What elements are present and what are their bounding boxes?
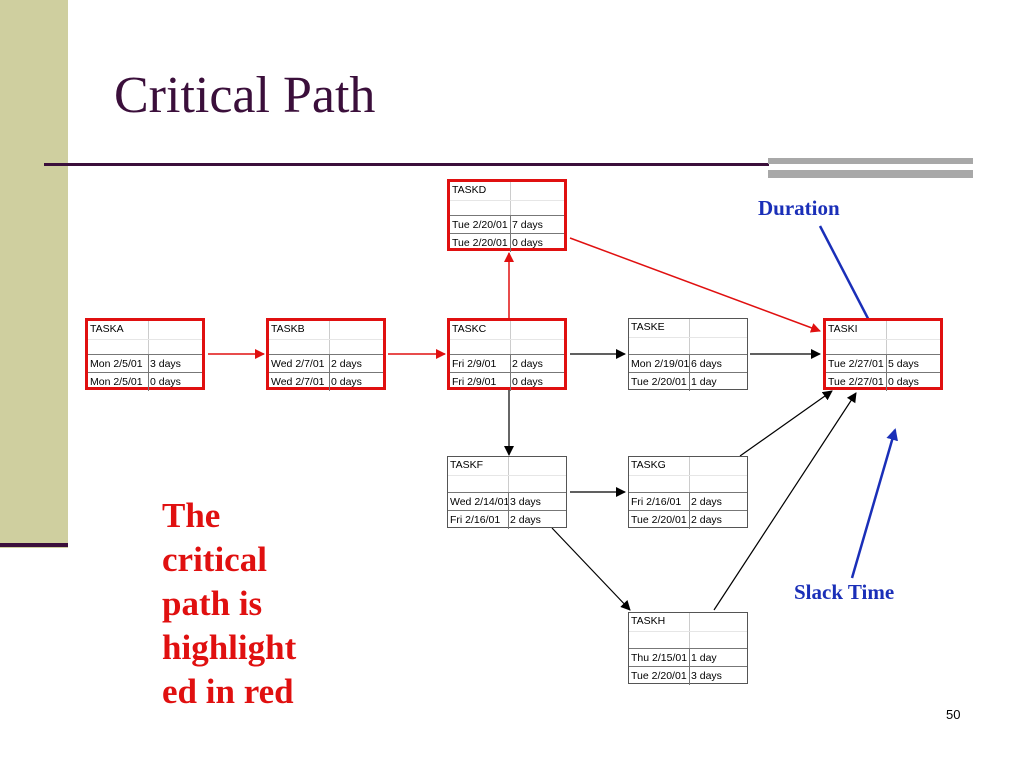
note-line: ed in red bbox=[162, 672, 294, 711]
connector-d-i bbox=[569, 237, 821, 333]
task-start-row: Wed 2/14/01 3 days bbox=[448, 492, 566, 511]
slack-pointer bbox=[850, 428, 898, 579]
task-name: TASKH bbox=[631, 615, 666, 627]
task-start: Mon 2/19/01 bbox=[631, 358, 690, 370]
task-start-row: Tue 2/27/01 5 days bbox=[826, 354, 940, 373]
task-finish: Tue 2/20/01 bbox=[631, 376, 687, 388]
task-finish: Tue 2/20/01 bbox=[631, 514, 687, 526]
task-slack: 3 days bbox=[691, 670, 722, 682]
task-name: TASKG bbox=[631, 459, 666, 471]
page-number: 50 bbox=[946, 707, 961, 722]
task-node-i[interactable]: TASKI Tue 2/27/01 5 days Tue 2/27/01 0 d… bbox=[823, 318, 943, 391]
task-start: Wed 2/7/01 bbox=[271, 358, 325, 370]
task-name: TASKE bbox=[631, 321, 665, 333]
task-node-d[interactable]: TASKD Tue 2/20/01 7 days Tue 2/20/01 0 d… bbox=[447, 179, 567, 252]
task-node-c[interactable]: TASKC Fri 2/9/01 2 days Fri 2/9/01 0 day… bbox=[447, 318, 567, 391]
task-finish: Wed 2/7/01 bbox=[271, 376, 325, 388]
task-start: Fri 2/16/01 bbox=[631, 496, 682, 508]
task-start-row: Fri 2/16/01 2 days bbox=[629, 492, 747, 511]
task-name: TASKI bbox=[828, 323, 858, 335]
task-name: TASKB bbox=[271, 323, 305, 335]
task-finish-row: Mon 2/5/01 0 days bbox=[88, 372, 202, 391]
task-finish: Tue 2/20/01 bbox=[452, 237, 508, 249]
task-slack: 0 days bbox=[512, 237, 543, 249]
task-finish-row: Tue 2/20/01 0 days bbox=[450, 233, 564, 252]
task-finish-row: Tue 2/20/01 3 days bbox=[629, 666, 747, 685]
task-finish: Tue 2/27/01 bbox=[828, 376, 884, 388]
task-name: TASKF bbox=[450, 459, 484, 471]
task-slack: 0 days bbox=[331, 376, 362, 388]
task-node-f[interactable]: TASKF Wed 2/14/01 3 days Fri 2/16/01 2 d… bbox=[447, 456, 567, 529]
task-slack: 0 days bbox=[512, 376, 543, 388]
task-slack: 1 day bbox=[691, 376, 717, 388]
task-duration: 2 days bbox=[331, 358, 362, 370]
note-line: highlight bbox=[162, 628, 297, 667]
sidebar-divider bbox=[0, 543, 68, 547]
slide-title: Critical Path bbox=[114, 67, 376, 124]
task-finish: Mon 2/5/01 bbox=[90, 376, 143, 388]
task-finish-row: Tue 2/20/01 2 days bbox=[629, 510, 747, 529]
title-rule bbox=[44, 163, 769, 166]
title-rule-accent-bottom bbox=[768, 170, 973, 178]
connector-f-h bbox=[551, 527, 631, 611]
task-duration: 6 days bbox=[691, 358, 722, 370]
task-finish-row: Fri 2/16/01 2 days bbox=[448, 510, 566, 529]
task-duration: 7 days bbox=[512, 219, 543, 231]
task-start: Wed 2/14/01 bbox=[450, 496, 510, 508]
task-duration: 3 days bbox=[150, 358, 181, 370]
task-duration: 2 days bbox=[512, 358, 543, 370]
title-rule-accent-top bbox=[768, 158, 973, 164]
task-start-row: Fri 2/9/01 2 days bbox=[450, 354, 564, 373]
task-start-row: Mon 2/5/01 3 days bbox=[88, 354, 202, 373]
task-node-g[interactable]: TASKG Fri 2/16/01 2 days Tue 2/20/01 2 d… bbox=[628, 456, 748, 529]
task-name: TASKA bbox=[90, 323, 124, 335]
slack-time-annotation: Slack Time bbox=[794, 580, 895, 604]
note-line: The bbox=[162, 496, 221, 535]
task-duration: 1 day bbox=[691, 652, 717, 664]
task-node-b[interactable]: TASKB Wed 2/7/01 2 days Wed 2/7/01 0 day… bbox=[266, 318, 386, 391]
task-name: TASKC bbox=[452, 323, 487, 335]
task-node-e[interactable]: TASKE Mon 2/19/01 6 days Tue 2/20/01 1 d… bbox=[628, 318, 748, 391]
task-node-a[interactable]: TASKA Mon 2/5/01 3 days Mon 2/5/01 0 day… bbox=[85, 318, 205, 391]
task-finish-row: Wed 2/7/01 0 days bbox=[269, 372, 383, 391]
task-start-row: Tue 2/20/01 7 days bbox=[450, 215, 564, 234]
task-finish-row: Tue 2/27/01 0 days bbox=[826, 372, 940, 391]
task-start: Tue 2/20/01 bbox=[452, 219, 508, 231]
task-slack: 0 days bbox=[888, 376, 919, 388]
task-duration: 2 days bbox=[691, 496, 722, 508]
task-finish: Fri 2/16/01 bbox=[450, 514, 501, 526]
task-duration: 3 days bbox=[510, 496, 541, 508]
task-start-row: Wed 2/7/01 2 days bbox=[269, 354, 383, 373]
task-slack: 2 days bbox=[691, 514, 722, 526]
task-slack: 0 days bbox=[150, 376, 181, 388]
task-start-row: Mon 2/19/01 6 days bbox=[629, 354, 747, 373]
note-line: path is bbox=[162, 584, 263, 623]
task-start: Fri 2/9/01 bbox=[452, 358, 497, 370]
task-name: TASKD bbox=[452, 184, 487, 196]
sidebar-accent bbox=[0, 0, 68, 548]
task-start: Thu 2/15/01 bbox=[631, 652, 688, 664]
connector-g-i bbox=[739, 390, 833, 457]
task-node-h[interactable]: TASKH Thu 2/15/01 1 day Tue 2/20/01 3 da… bbox=[628, 612, 748, 685]
task-finish: Tue 2/20/01 bbox=[631, 670, 687, 682]
task-start: Tue 2/27/01 bbox=[828, 358, 884, 370]
task-finish-row: Fri 2/9/01 0 days bbox=[450, 372, 564, 391]
task-slack: 2 days bbox=[510, 514, 541, 526]
task-duration: 5 days bbox=[888, 358, 919, 370]
task-start-row: Thu 2/15/01 1 day bbox=[629, 648, 747, 667]
task-finish: Fri 2/9/01 bbox=[452, 376, 497, 388]
task-finish-row: Tue 2/20/01 1 day bbox=[629, 372, 747, 391]
critical-path-note: The critical path is highlight ed in red bbox=[162, 494, 362, 714]
duration-annotation: Duration bbox=[758, 196, 840, 220]
connector-h-i bbox=[713, 392, 857, 611]
note-line: critical bbox=[162, 540, 267, 579]
task-start: Mon 2/5/01 bbox=[90, 358, 143, 370]
